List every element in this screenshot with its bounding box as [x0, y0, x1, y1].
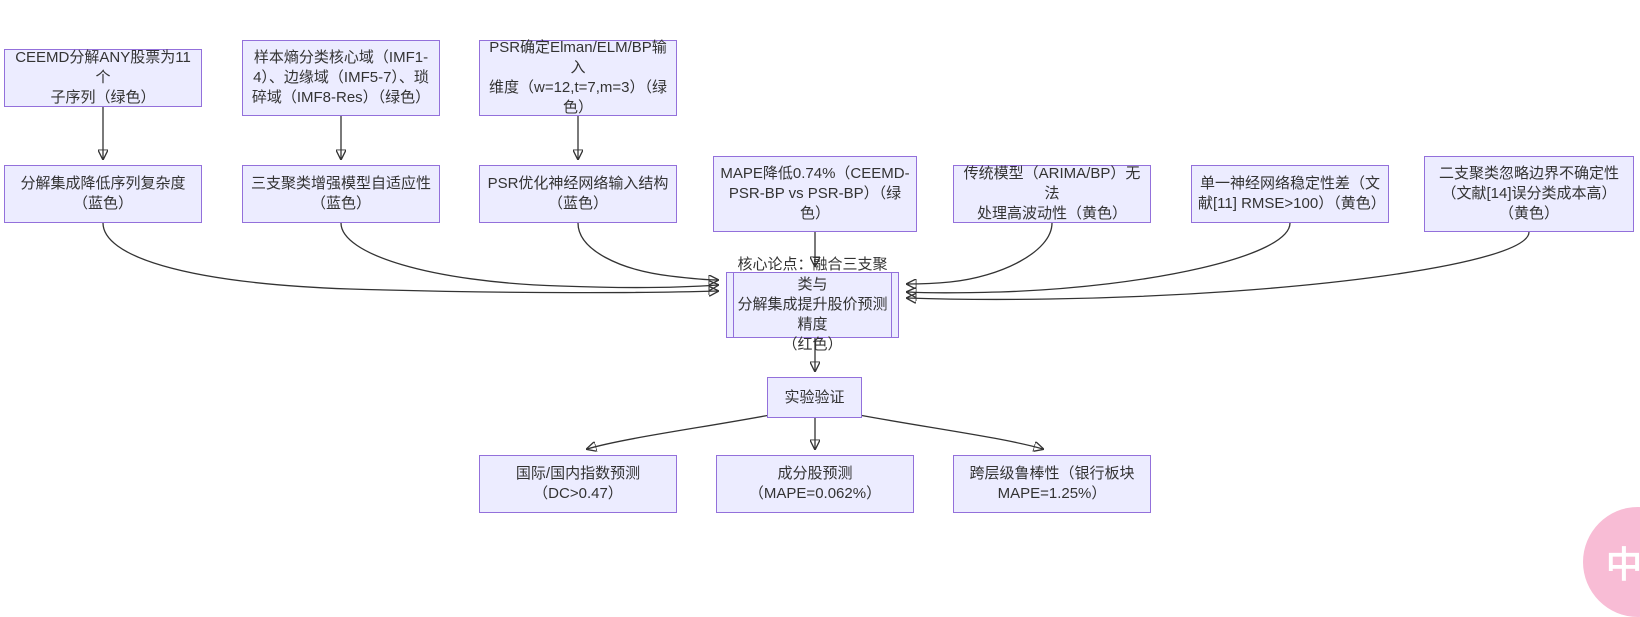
- node-psr-input-dimension: PSR确定Elman/ELM/BP输入 维度（w=12,t=7,m=3）（绿 色…: [479, 39, 677, 116]
- node-decomposition-reduces-complexity: 分解集成降低序列复杂度 （蓝色）: [4, 165, 202, 223]
- node-three-way-clustering-adaptivity: 三支聚类增强模型自适应性 （蓝色）: [242, 165, 440, 223]
- node-constituent-stock-prediction: 成分股预测 （MAPE=0.062%）: [716, 455, 914, 513]
- node-psr-optimizes-input-structure: PSR优化神经网络输入结构 （蓝色）: [479, 165, 677, 223]
- edges-layer: [0, 107, 1530, 574]
- edge-trad-core: [907, 222, 1053, 284]
- edge-decomp-core: [102, 222, 718, 293]
- node-single-nn-instability: 单一神经网络稳定性差（文 献[11] RMSE>100）（黄色）: [1191, 165, 1389, 223]
- node-two-way-clustering-limitation: 二支聚类忽略边界不确定性 （文献[14]误分类成本高） （黄色）: [1424, 156, 1634, 232]
- edge-psropt-core: [577, 222, 718, 280]
- node-cross-level-robustness: 跨层级鲁棒性（银行板块 MAPE=1.25%）: [953, 455, 1151, 513]
- node-experiment-validation: 实验验证: [767, 377, 862, 418]
- node-sample-entropy-classification: 样本熵分类核心域（IMF1- 4）、边缘域（IMF5-7）、琐 碎域（IMF8-…: [242, 40, 440, 116]
- node-index-prediction: 国际/国内指数预测 （DC>0.47）: [479, 455, 677, 513]
- edge-single-core: [907, 222, 1291, 293]
- edge-exp-robust: [858, 414, 1043, 449]
- edge-twoway-core: [907, 231, 1530, 299]
- flowchart-canvas: CEEMD分解ANY股票为11个 子序列（绿色） 样本熵分类核心域（IMF1- …: [0, 39, 1634, 574]
- node-traditional-model-limitation: 传统模型（ARIMA/BP）无法 处理高波动性（黄色）: [953, 165, 1151, 223]
- node-ceemd-decomposition: CEEMD分解ANY股票为11个 子序列（绿色）: [4, 49, 202, 107]
- edge-exp-index: [587, 414, 771, 449]
- edge-threeway-core: [340, 222, 718, 288]
- node-core-thesis: 核心论点：融合三支聚类与 分解集成提升股价预测精度 （红色）: [726, 256, 899, 353]
- node-mape-reduction: MAPE降低0.74%（CEEMD- PSR-BP vs PSR-BP）（绿 色…: [713, 156, 917, 232]
